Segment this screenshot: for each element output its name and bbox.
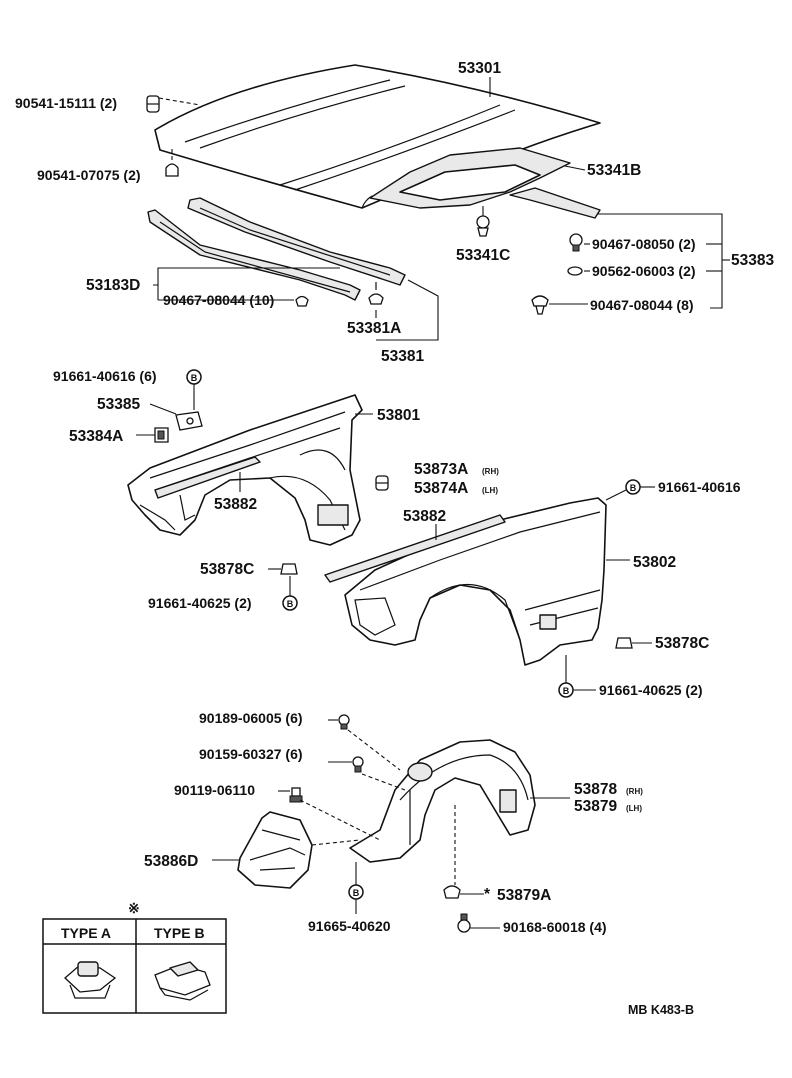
label-90168-60018: 90168-60018 (4) xyxy=(503,919,607,935)
label-53878: 53878 xyxy=(574,781,617,798)
label-91661-40616: 91661-40616 xyxy=(658,479,741,495)
label-90119-06110: 90119-06110 xyxy=(174,782,255,798)
cushion-90541-07075[interactable] xyxy=(165,163,179,177)
front-fender-53802[interactable] xyxy=(344,497,607,666)
label-53873A: 53873A xyxy=(414,461,468,478)
label-53381: 53381 xyxy=(381,348,424,365)
label-53802: 53802 xyxy=(633,554,676,571)
label-90541-07075: 90541-07075 (2) xyxy=(37,167,141,183)
label-91661-40616-6: 91661-40616 (6) xyxy=(53,368,157,384)
label-53381A: 53381A xyxy=(347,320,401,337)
fender-liner-53878[interactable] xyxy=(349,739,536,863)
type-a-label: TYPE A xyxy=(61,925,111,941)
clip-53381A[interactable] xyxy=(368,282,384,305)
circle-b-text: B xyxy=(353,888,360,898)
clip-53341C[interactable] xyxy=(476,215,490,237)
bolt-91661-40616-6[interactable]: B xyxy=(186,369,202,385)
circle-b-text: B xyxy=(191,373,198,383)
circle-b-text: B xyxy=(287,599,294,609)
label-90159-60327: 90159-60327 (6) xyxy=(199,746,303,762)
label-53882-right: 53882 xyxy=(403,508,446,525)
label-91661-40625-right: 91661-40625 (2) xyxy=(599,682,703,698)
label-53873A-side: (RH) xyxy=(482,467,499,476)
hood-panel[interactable] xyxy=(154,64,601,209)
nut-53878C-right[interactable] xyxy=(615,637,633,649)
hood-seal-53183D[interactable] xyxy=(147,209,361,301)
hood-lock-reinforcement[interactable] xyxy=(509,187,601,219)
fender-seal-53882-right[interactable] xyxy=(324,514,506,583)
label-53878C-left: 53878C xyxy=(200,561,254,578)
nut-90562-06003[interactable] xyxy=(567,266,583,276)
label-90467-08044-10: 90467-08044 (10) xyxy=(163,292,274,308)
type-b-label: TYPE B xyxy=(154,925,205,941)
label-53882-left: 53882 xyxy=(214,496,257,513)
label-53878C-right: 53878C xyxy=(655,635,709,652)
type-legend-table xyxy=(42,918,227,1014)
hood-seal-53381A[interactable] xyxy=(187,197,406,286)
fender-apron-53801[interactable] xyxy=(127,394,363,546)
clip-90467-08044-8[interactable] xyxy=(531,295,549,315)
bolt-90119-06110[interactable] xyxy=(289,787,303,803)
clip-90467-08044-10[interactable] xyxy=(295,295,309,307)
label-90189-06005: 90189-06005 (6) xyxy=(199,710,303,726)
clip-53873A[interactable] xyxy=(375,475,389,491)
bolt-91661-40616[interactable]: B xyxy=(625,479,641,495)
label-53183D: 53183D xyxy=(86,277,140,294)
clip-90159-60327[interactable] xyxy=(352,756,364,773)
label-53879-side: (LH) xyxy=(626,804,642,813)
cushion-90541-15111[interactable] xyxy=(146,95,160,113)
apron-seal-53882-left[interactable] xyxy=(154,456,261,499)
label-53385: 53385 xyxy=(97,396,140,413)
type-a-clip-icon xyxy=(64,961,117,999)
label-53383: 53383 xyxy=(731,252,774,269)
label-91661-40625-left: 91661-40625 (2) xyxy=(148,595,252,611)
clip-53879A[interactable] xyxy=(443,885,461,899)
label-53886D: 53886D xyxy=(144,853,198,870)
screw-90189-06005[interactable] xyxy=(338,714,350,730)
label-90467-08050: 90467-08050 (2) xyxy=(592,236,696,252)
bolt-91661-40625-right[interactable]: B xyxy=(558,682,574,698)
legend-mark: ※ xyxy=(128,900,140,916)
label-53341C: 53341C xyxy=(456,247,510,264)
star-mark: * xyxy=(484,886,491,903)
hood-inner-frame[interactable] xyxy=(369,147,571,209)
label-53878-side: (RH) xyxy=(626,787,643,796)
nut-53878C-left[interactable] xyxy=(280,563,298,575)
label-90541-15111: 90541-15111 (2) xyxy=(15,95,117,111)
screw-90168-60018[interactable] xyxy=(457,913,471,933)
circle-b-text: B xyxy=(563,686,570,696)
type-b-clip-icon xyxy=(154,961,211,1001)
label-91665-40620: 91665-40620 xyxy=(308,918,391,934)
label-53879: 53879 xyxy=(574,798,617,815)
label-53801: 53801 xyxy=(377,407,420,424)
bolt-91665-40620[interactable]: B xyxy=(348,884,364,900)
label-53301: 53301 xyxy=(458,60,501,77)
label-90562-06003: 90562-06003 (2) xyxy=(592,263,696,279)
bolt-90467-08050[interactable] xyxy=(569,233,583,252)
bolt-91661-40625-left[interactable]: B xyxy=(282,595,298,611)
splash-shield-53886D[interactable] xyxy=(237,811,313,889)
label-53874A: 53874A xyxy=(414,480,468,497)
label-53384A: 53384A xyxy=(69,428,123,445)
label-53879A: 53879A xyxy=(497,887,551,904)
circle-b-text: B xyxy=(630,483,637,493)
bracket-53385[interactable] xyxy=(175,411,203,431)
drawing-code: MB K483-B xyxy=(628,1003,694,1017)
bracket-53384A[interactable] xyxy=(154,427,169,443)
label-53874A-side: (LH) xyxy=(482,486,498,495)
label-90467-08044-8: 90467-08044 (8) xyxy=(590,297,694,313)
label-53341B: 53341B xyxy=(587,162,641,179)
